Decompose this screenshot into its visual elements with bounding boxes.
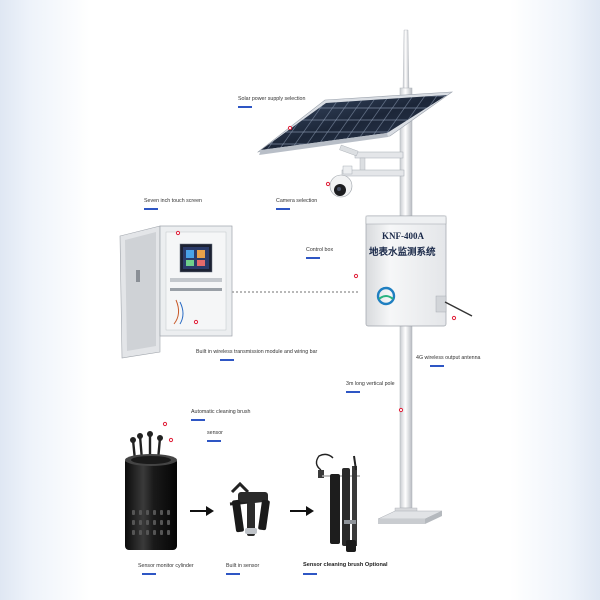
label-builtin-sensor: Built in sensor [226, 563, 260, 569]
label-touch-screen: Seven inch touch screen [144, 198, 203, 204]
callout-marker [168, 437, 174, 443]
label-underline [346, 391, 360, 393]
camera-bracket [339, 144, 405, 177]
solar-panel [256, 91, 454, 155]
label-camera: Camera selection [276, 198, 318, 204]
label-underline [207, 440, 221, 442]
arrow-right-icon [290, 506, 314, 516]
callout-marker [353, 273, 359, 279]
label-control-box: Control box [306, 247, 334, 253]
label-monitor-cylinder: Sensor monitor cylinder [138, 563, 194, 569]
label-underline [220, 359, 234, 361]
box-system-title: 地表水监测系统 [369, 247, 436, 258]
label-underline [238, 106, 252, 108]
label-underline [303, 573, 317, 575]
sensor-probe [229, 481, 270, 536]
callout-marker [325, 181, 331, 187]
label-underline [144, 208, 158, 210]
dome-camera [329, 165, 353, 198]
arrow-right-icon [190, 506, 214, 516]
label-solar-power: Solar power supply selection [238, 96, 306, 102]
label-underline [142, 573, 156, 575]
wiring-cabinet [119, 225, 233, 359]
label-antenna: 4G wireless output antenna [416, 355, 481, 361]
label-wireless-module: Built in wireless transmission module an… [196, 349, 318, 355]
label-vertical-pole: 3m long vertical pole [346, 381, 395, 387]
cleaning-brush-probe [315, 453, 360, 552]
label-underline [226, 573, 240, 575]
label-underline [276, 208, 290, 210]
sensor-cylinder [125, 431, 177, 550]
label-underline [191, 419, 205, 421]
label-underline [430, 365, 444, 367]
callout-marker [398, 407, 404, 413]
callout-marker [175, 230, 181, 236]
label-cleaning-brush: Automatic cleaning brush [191, 409, 251, 415]
label-underline [306, 257, 320, 259]
callout-marker [162, 421, 168, 427]
callout-marker [287, 125, 293, 131]
box-model-number: KNF-400A [382, 231, 424, 241]
callout-marker [451, 315, 457, 321]
label-sensor: sensor [207, 430, 223, 436]
callout-marker [193, 319, 199, 325]
label-brush-optional: Sensor cleaning brush Optional [303, 562, 388, 568]
control-box [365, 215, 473, 327]
